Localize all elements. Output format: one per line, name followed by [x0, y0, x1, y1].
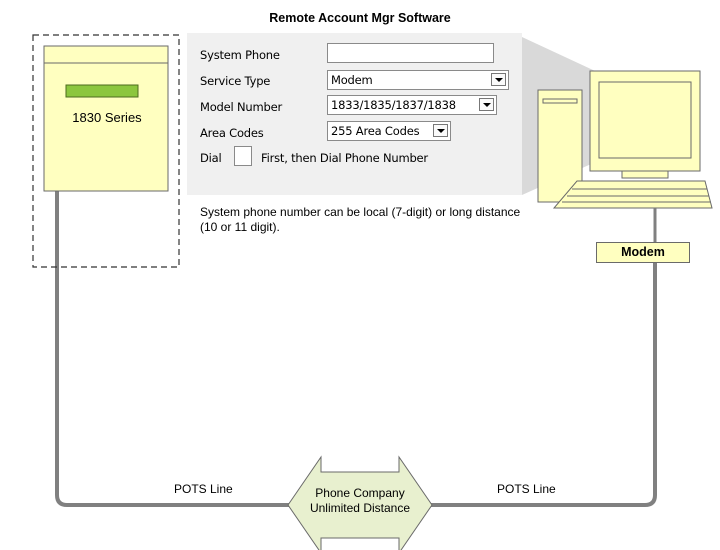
model-number-select[interactable]: 1833/1835/1837/1838 [327, 95, 497, 115]
phone-company-line-2: Unlimited Distance [309, 501, 411, 515]
monitor-screen [598, 81, 692, 159]
service-type-value: Modem [331, 73, 373, 87]
software-dialog: System Phone Service Type Modem Model Nu… [187, 33, 522, 195]
system-phone-input[interactable] [327, 43, 494, 63]
phone-company-double-arrow [287, 455, 433, 550]
area-codes-value: 255 Area Codes [331, 124, 420, 138]
monitor-stand [621, 170, 669, 179]
chevron-down-icon[interactable] [433, 124, 448, 137]
tower-drive-slot [542, 98, 578, 104]
pots-line-right-label: POTS Line [497, 482, 556, 496]
dial-first-checkbox[interactable] [234, 146, 252, 166]
device-outline-dashed [32, 34, 180, 268]
device-body [43, 45, 169, 192]
pots-line-right [430, 263, 657, 507]
software-title: Remote Account Mgr Software [269, 11, 451, 25]
service-type-label: Service Type [200, 74, 271, 88]
phone-company-line-1: Phone Company [315, 486, 405, 500]
phone-company-label: Phone Company Unlimited Distance [300, 486, 420, 516]
service-type-select[interactable]: Modem [327, 70, 509, 90]
area-codes-label: Area Codes [200, 126, 264, 140]
chevron-down-icon[interactable] [491, 73, 506, 86]
pots-line-left-label: POTS Line [174, 482, 233, 496]
dial-label: Dial [200, 151, 222, 165]
device-display [65, 84, 139, 98]
dial-suffix-label: First, then Dial Phone Number [261, 151, 428, 165]
keyboard [552, 180, 713, 209]
model-number-label: Model Number [200, 100, 282, 114]
model-number-value: 1833/1835/1837/1838 [331, 98, 456, 112]
area-codes-select[interactable]: 255 Area Codes [327, 121, 451, 141]
device-label: 1830 Series [72, 110, 142, 125]
pots-line-left [55, 190, 290, 507]
chevron-down-icon[interactable] [479, 98, 494, 111]
system-phone-note: System phone number can be local (7-digi… [200, 205, 521, 234]
modem-label: Modem [596, 242, 690, 263]
system-phone-label: System Phone [200, 48, 280, 62]
